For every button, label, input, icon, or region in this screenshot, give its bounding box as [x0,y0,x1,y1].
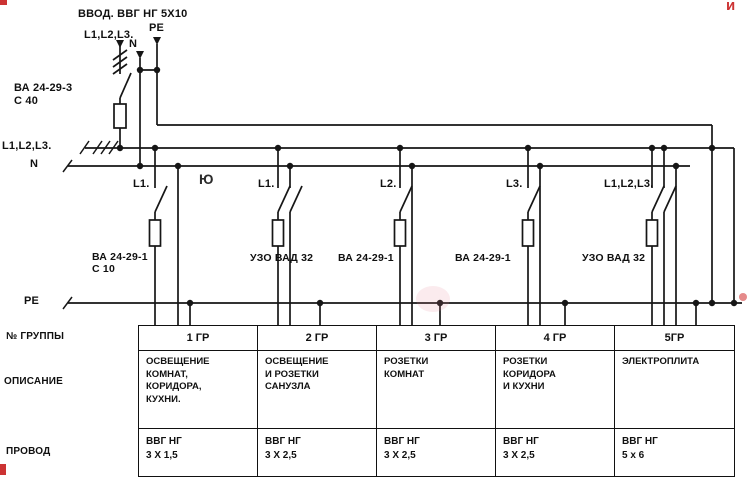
groups-table: 1 ГР 2 ГР 3 ГР 4 ГР 5ГР ОСВЕЩЕНИЕ КОМНАТ… [138,325,735,477]
group-number-cell: 2 ГР [258,326,377,351]
row-header-wire: ПРОВОД [6,446,51,457]
main-breaker-label: ВА 24-29-3 С 40 [14,82,73,107]
row-header-group-number: № ГРУППЫ [6,331,65,342]
group-5-device-label: УЗО ВАД 32 [582,252,646,264]
group-5-phase-label: L1,L2,L3. [604,178,654,190]
group-description-cell: ЭЛЕКТРОПЛИТА [615,351,734,429]
group-description-cell: РОЗЕТКИ КОРИДОРА И КУХНИ [496,351,615,429]
group-description-cell: ОСВЕЩЕНИЕ КОМНАТ, КОРИДОРА, КУХНИ. [139,351,258,429]
group-2-branch [271,148,321,325]
group-1-phase-label: L1. [133,178,150,190]
group-3-phase-label: L2. [380,178,397,190]
watermark-center-blob [416,286,450,312]
input-n-label: N [129,38,138,50]
group-number-cell: 4 ГР [496,326,615,351]
bus-neutral-label: N [30,158,39,170]
input-pe-label: PE [149,22,165,34]
group-number-cell: 5ГР [615,326,734,351]
group-4-phase-label: L3. [506,178,523,190]
bus-lines [68,124,742,304]
watermark-letter: Ю [199,171,214,187]
watermark-bottom-left-mark [0,464,6,475]
input-feed-and-main-breaker [112,44,158,166]
group-number-cell: 3 ГР [377,326,496,351]
group-3-device-label: ВА 24-29-1 [338,252,394,264]
diagram-title: ВВОД. ВВГ НГ 5Х10 [78,8,188,20]
group-wire-cell: ВВГ НГ 5 х 6 [622,436,658,461]
group-wire-cell: ВВГ НГ 3 Х 1,5 [139,429,258,476]
junction-dots [116,66,738,307]
group-wire-cell: ВВГ НГ 3 Х 2,5 [377,429,496,476]
group-2-device-label: УЗО ВАД 32 [250,252,314,264]
group-wire-cell: ВВГ НГ 3 Х 2,5 [258,429,377,476]
watermark-top-left-mark [0,0,7,5]
group-description-cell: ОСВЕЩЕНИЕ И РОЗЕТКИ САНУЗЛА [258,351,377,429]
group-1-branch [148,148,191,325]
group-description-cell: РОЗЕТКИ КОМНАТ [377,351,496,429]
row-header-description: ОПИСАНИЕ [4,376,64,387]
feed-arrows [116,37,161,59]
bus-phases-label: L1,L2,L3. [2,140,52,152]
group-3-branch [393,148,441,325]
input-phases-label: L1,L2,L3. [84,29,134,41]
group-5-branch [645,148,697,325]
group-4-branch [521,148,566,325]
group-number-cell: 1 ГР [139,326,258,351]
bus-pe-label: РЕ [24,295,40,307]
group-2-phase-label: L1. [258,178,275,190]
group-4-device-label: ВА 24-29-1 [455,252,511,264]
watermark-right-dot [739,293,747,301]
bus-hatch-marks [62,140,119,310]
group-1-device-label: ВА 24-29-1 С 10 [92,251,148,276]
watermark-corner-letters: и [726,0,736,14]
group-wire-cell: ВВГ НГ 3 Х 2,5 [496,429,615,476]
